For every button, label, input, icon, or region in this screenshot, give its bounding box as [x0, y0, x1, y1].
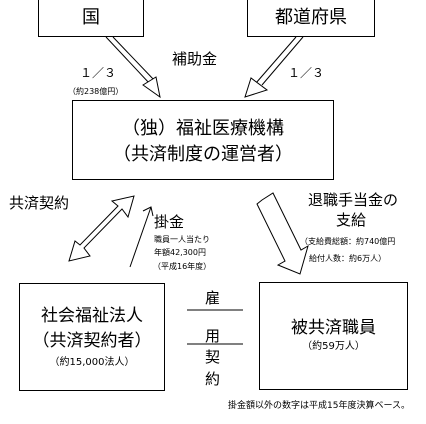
node-shakai-note: （約15,000法人） — [49, 357, 135, 368]
node-todofuken-label: 都道府県 — [275, 7, 347, 28]
label-shikyu-1: （支給費総額：約740億円 — [300, 237, 396, 246]
node-kiko: （独）福祉医療機構 （共済制度の運営者） — [72, 100, 334, 180]
label-koyo-1: 雇 — [205, 289, 221, 307]
node-hi-kyosai: 被共済職員 （約59万人） — [259, 282, 408, 390]
node-todofuken: 都道府県 — [247, 0, 375, 37]
arrow-todofuken-to-kiko — [244, 36, 304, 98]
label-kyosai-keiyaku: 共済契約 — [9, 194, 70, 212]
arrow-kyosai-keiyaku — [68, 195, 135, 262]
node-kuni: 国 — [38, 0, 144, 37]
label-hojokin-amount: （約238億円） — [68, 87, 124, 96]
node-kiko-line2: （共済制度の運営者） — [113, 144, 293, 165]
label-koyo-4: 約 — [205, 370, 221, 388]
label-taishoku-1: 退職手当金の — [308, 191, 399, 209]
label-koyo-2: 用 — [205, 327, 221, 345]
arrow-kuni-to-kiko — [105, 36, 161, 99]
label-shikyu-2: 給付人数：約6万人） — [309, 254, 387, 263]
label-kakekin: 掛金 — [154, 213, 185, 231]
arrow-taishoku — [256, 192, 309, 275]
label-ratio-right: １／３ — [288, 66, 325, 80]
label-koyo-3: 契 — [205, 348, 221, 366]
node-hi-kyosai-label: 被共済職員 — [291, 318, 376, 338]
label-ratio-left: １／３ — [80, 66, 117, 80]
node-shakai-line1: 社会福祉法人 — [41, 306, 143, 326]
node-hi-kyosai-note: （約59万人） — [302, 341, 365, 352]
label-kakekin-detail-3: （平成16年度） — [153, 262, 212, 271]
node-kuni-label: 国 — [82, 7, 100, 28]
arrow-kakekin — [129, 206, 154, 268]
label-kakekin-detail-2: 年額42,300円 — [154, 248, 206, 257]
node-kiko-line1: （独）福祉医療機構 — [122, 118, 284, 139]
footnote: 掛金額以外の数字は平成15年度決算ベース。 — [228, 401, 411, 411]
node-shakai-line2: （共済契約者） — [32, 331, 152, 351]
label-taishoku-2: 支給 — [336, 211, 367, 229]
node-shakai: 社会福祉法人 （共済契約者） （約15,000法人） — [19, 283, 165, 391]
label-hojokin: 補助金 — [172, 50, 218, 68]
label-kakekin-detail-1: 職員一人当たり — [154, 235, 210, 244]
